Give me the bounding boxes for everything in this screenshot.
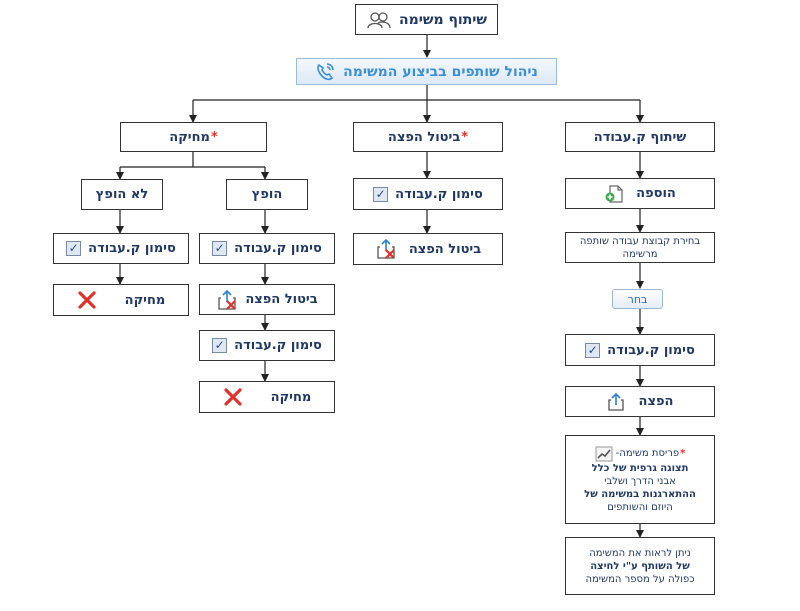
breakdown-line-3: ההתארגנות במשימה של [584,488,696,500]
view-partner-task-note: ניתן לראות את המשימה של השותף ע"י לחיצה … [565,537,715,595]
publish-step: הפצה [565,386,715,417]
export-icon [607,392,625,412]
breakdown-title: פריסת משימה- [615,448,680,459]
cancel-publish-label: ביטול הפצה [408,241,482,257]
partners-management-header: ניהול שותפים בביצוע המשימה [296,58,557,85]
required-mark: * [680,448,686,459]
view-line-1: ניתן לראות את המשימה [589,547,691,559]
published-mark-step: סימון ק.עבודה ✓ [199,233,335,264]
task-breakdown-step: * פריסת משימה- תצוגה גרפית של כלל אבני ה… [565,435,715,524]
cancel-publish-header: * ביטול הפצה [353,122,503,152]
share-team-header-label: שיתוף ק.עבודה [593,129,687,145]
not-published-mark-step: סימון ק.עבודה ✓ [53,233,189,264]
cancel-publish-icon [375,238,397,260]
required-mark: * [210,129,218,145]
cancel-publish-mark-label: סימון ק.עבודה [395,186,483,202]
not-published-mark-label: סימון ק.עבודה [88,241,176,256]
add-step: הוספה [565,178,715,209]
published-cancel-label: ביטול הפצה [245,292,318,307]
delete-header-label: מחיקה [169,129,210,145]
required-mark: * [461,129,469,145]
delete-header: * מחיקה [120,122,267,152]
users-icon [366,11,392,29]
select-button-label: בחר [627,292,648,306]
published-header-label: הופץ [251,187,283,202]
not-published-header: לא הופץ [81,179,163,210]
breakdown-line-2: אבני הדרך ושלבי [604,475,676,487]
add-document-icon [604,184,624,204]
breakdown-line-4: היוזם והשותפים [607,501,673,513]
checkbox-icon: ✓ [212,241,228,256]
chart-icon [595,446,613,462]
published-cancel-step: ביטול הפצה [199,284,335,315]
choose-group-label: בחירת קבוצת עבודה שותפה מרשימה [579,235,701,260]
select-button[interactable]: בחר [612,289,663,309]
choose-group-step: בחירת קבוצת עבודה שותפה מרשימה [565,232,715,263]
share-task-title: שיתוף משימה [355,4,498,35]
checkbox-icon: ✓ [212,338,228,353]
checkbox-icon: ✓ [373,186,389,202]
not-published-delete-step: מחיקה [53,284,189,316]
share-task-title-label: שיתוף משימה [398,11,488,28]
not-published-delete-label: מחיקה [124,292,166,308]
published-delete-step: מחיקה [199,381,335,413]
delete-x-icon [77,290,97,310]
cancel-publish-step: ביטול הפצה [353,233,503,265]
cancel-publish-header-label: ביטול הפצה [387,129,461,145]
add-step-label: הוספה [636,186,676,201]
checkbox-icon: ✓ [585,342,601,358]
breakdown-line-1: תצוגה גרפית של כלל [591,462,689,474]
phone-icon [315,62,335,82]
view-line-2: של השותף ע"י לחיצה [590,560,690,572]
publish-label: הפצה [638,394,674,409]
share-mark-label: סימון ק.עבודה [607,342,695,358]
share-team-header: שיתוף ק.עבודה [565,122,715,152]
delete-x-icon [223,387,243,407]
published-mark-step-2: סימון ק.עבודה ✓ [199,330,335,361]
published-header: הופץ [226,179,308,210]
published-delete-label: מחיקה [270,389,312,405]
checkbox-icon: ✓ [66,241,82,256]
partners-management-label: ניהול שותפים בביצוע המשימה [343,63,538,80]
cancel-publish-icon [216,289,238,311]
cancel-publish-mark-step: סימון ק.עבודה ✓ [353,178,503,210]
share-mark-step: סימון ק.עבודה ✓ [565,334,715,366]
published-mark-label: סימון ק.עבודה [234,241,322,256]
view-line-3: כפולה על מספר המשימה [585,573,695,585]
not-published-header-label: לא הופץ [95,187,149,202]
published-mark-label-2: סימון ק.עבודה [234,338,322,353]
